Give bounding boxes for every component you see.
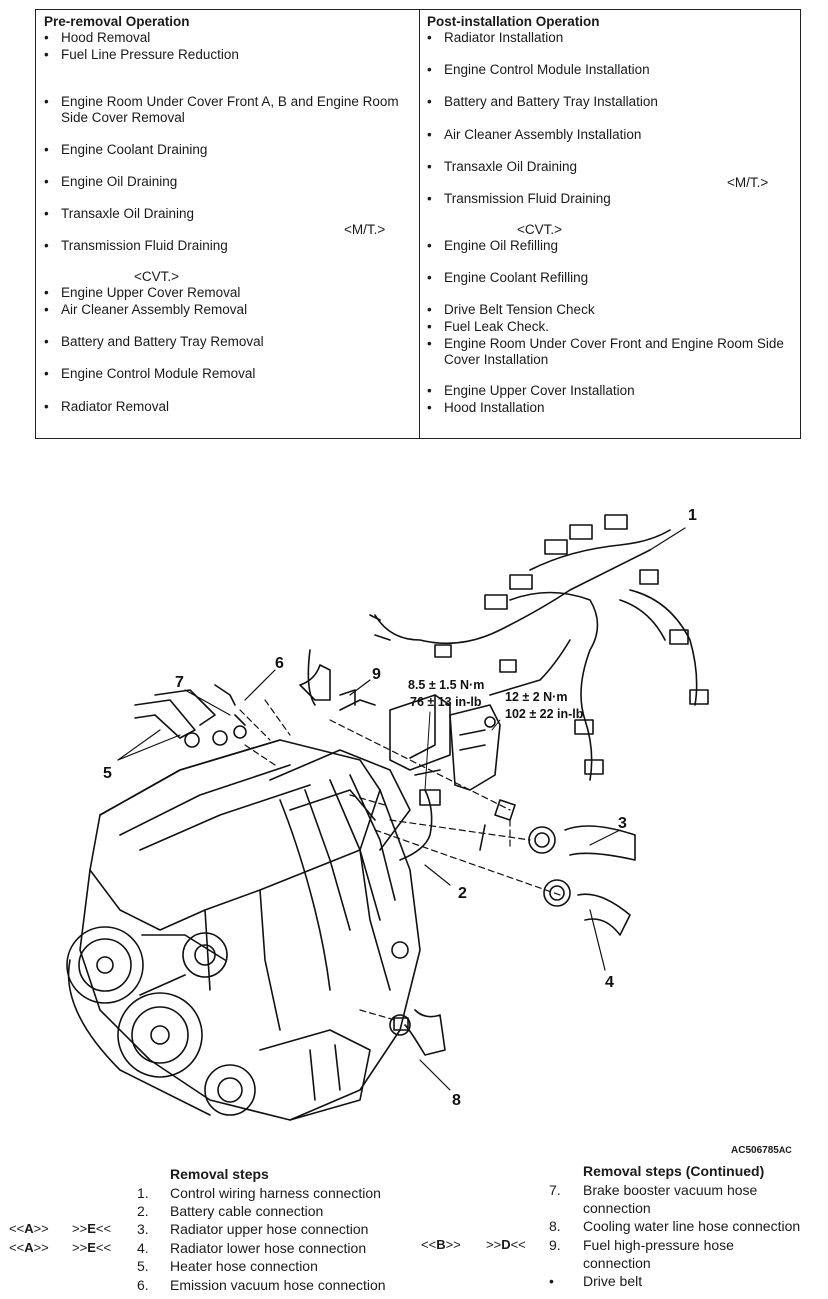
callout-9: 9 xyxy=(372,666,381,683)
list-item: •Transaxle Oil Draining xyxy=(427,159,578,174)
callout-leaders xyxy=(117,527,686,1091)
operations-table: Pre-removal Operation •Hood Removal •Fue… xyxy=(35,9,801,439)
cvt-note: <CVT.> xyxy=(134,269,180,284)
list-item: •Hood Installation xyxy=(427,400,545,415)
cvt-note: <CVT.> xyxy=(517,222,563,237)
wiring-harness-illustration xyxy=(369,514,709,781)
list-item: •Fuel Leak Check. xyxy=(427,319,550,334)
removal-step-continuation: connection xyxy=(583,1200,651,1216)
list-item: •Engine Oil Draining xyxy=(44,174,178,189)
service-point-ref-b: <<B>> xyxy=(421,1237,461,1252)
list-item: •Engine Control Module Installation xyxy=(427,62,650,77)
list-item: •Engine Upper Cover Removal xyxy=(44,285,241,300)
list-item: •Engine Coolant Draining xyxy=(44,142,208,157)
list-item: •Air Cleaner Assembly Removal xyxy=(44,302,248,317)
torque-spec-2-inlb: 102 ± 22 in-lb xyxy=(505,707,584,721)
list-item: •Fuel Line Pressure Reduction xyxy=(44,47,239,62)
engine-block-illustration xyxy=(66,739,421,1121)
list-item: •Transmission Fluid Draining xyxy=(427,191,611,206)
list-item: •Radiator Installation xyxy=(427,30,564,45)
callout-4: 4 xyxy=(605,974,614,991)
torque-1-leader xyxy=(424,711,431,791)
callout-1: 1 xyxy=(688,507,697,524)
list-item: •Engine Room Under Cover Front and Engin… xyxy=(427,336,784,367)
list-item: •Engine Control Module Removal xyxy=(44,366,256,381)
post-installation-heading: Post-installation Operation xyxy=(427,14,600,29)
engine-exploded-view-figure: 1 2 3 4 5 6 7 8 9 8.5 ± 1.5 N·m 76 ± 13 … xyxy=(66,507,709,1121)
list-item: •Engine Oil Refilling xyxy=(427,238,559,253)
pre-removal-heading: Pre-removal Operation xyxy=(44,14,190,29)
service-point-ref-e: >>E<< xyxy=(72,1240,112,1255)
small-hoses-illustration xyxy=(134,684,446,1056)
callout-8: 8 xyxy=(452,1092,461,1109)
removal-steps-title: Removal steps xyxy=(170,1166,269,1182)
torque-spec-1-nm: 8.5 ± 1.5 N·m xyxy=(408,678,484,692)
service-point-ref-d: >>D<< xyxy=(486,1237,526,1252)
service-point-ref-a: <<A>> xyxy=(9,1240,49,1255)
list-item: •Radiator Removal xyxy=(44,399,170,414)
list-item: •Transmission Fluid Draining xyxy=(44,238,228,253)
radiator-hoses-illustration xyxy=(528,825,636,936)
list-item: •Engine Upper Cover Installation xyxy=(427,383,635,398)
torque-2-leader xyxy=(491,719,501,731)
figure-code: AC506785AC xyxy=(731,1145,792,1156)
list-item: •Drive Belt Tension Check xyxy=(427,302,595,317)
list-item: •Air Cleaner Assembly Installation xyxy=(427,127,642,142)
post-installation-column: Post-installation Operation •Radiator In… xyxy=(419,10,800,438)
callout-5: 5 xyxy=(103,765,112,782)
removal-steps-continued-title: Removal steps (Continued) xyxy=(583,1163,765,1179)
torque-spec-1-inlb: 76 ± 13 in-lb xyxy=(410,695,482,709)
removal-step-continuation: connection xyxy=(583,1255,651,1271)
dashed-guide-lines xyxy=(239,699,561,1021)
torque-spec-2-nm: 12 ± 2 N·m xyxy=(505,690,567,704)
mt-note: <M/T.> xyxy=(727,175,769,190)
service-point-ref-a: <<A>> xyxy=(9,1221,49,1236)
callout-7: 7 xyxy=(175,674,184,691)
pre-removal-column: Pre-removal Operation •Hood Removal •Fue… xyxy=(36,10,420,438)
callout-3: 3 xyxy=(618,815,627,832)
list-item: •Hood Removal xyxy=(44,30,151,45)
callout-6: 6 xyxy=(275,655,284,672)
list-item: •Transaxle Oil Draining xyxy=(44,206,195,221)
mt-note: <M/T.> xyxy=(344,222,386,237)
list-item: •Engine Room Under Cover Front A, B and … xyxy=(44,94,399,125)
callout-2: 2 xyxy=(458,885,467,902)
list-item: •Engine Coolant Refilling xyxy=(427,270,589,285)
service-point-ref-e: >>E<< xyxy=(72,1221,112,1236)
list-item: •Battery and Battery Tray Removal xyxy=(44,334,264,349)
list-item: •Battery and Battery Tray Installation xyxy=(427,94,658,109)
bracket-illustration xyxy=(299,649,501,791)
